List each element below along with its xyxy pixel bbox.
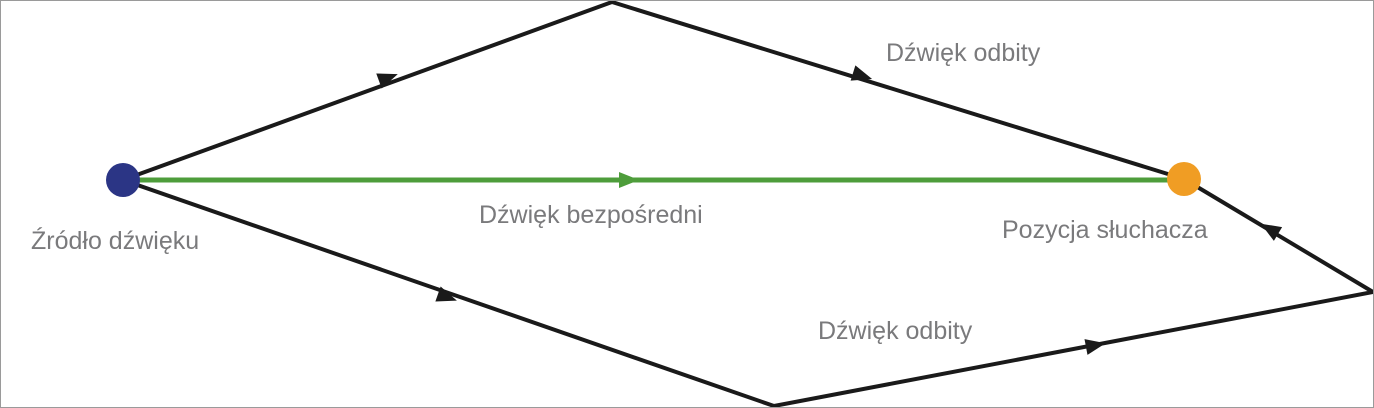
arrow-bottom-2-icon — [1084, 339, 1106, 355]
reflected-sound-label-top: Dźwięk odbity — [886, 39, 1041, 67]
reflected-path-top — [122, 1, 1185, 182]
arrow-bottom-3-icon — [1260, 223, 1283, 241]
arrow-bottom-1-icon — [435, 286, 457, 302]
arrow-top-2-icon — [850, 65, 873, 81]
reflected-path-bottom — [122, 177, 1373, 407]
arrow-top-1-icon — [376, 73, 398, 89]
direct-sound-label: Dźwięk bezpośredni — [479, 201, 703, 229]
reflected-sound-label-bottom: Dźwięk odbity — [818, 317, 973, 345]
listener-position-label: Pozycja słuchacza — [1002, 216, 1208, 244]
listener-node — [1167, 162, 1201, 196]
source-node — [106, 163, 140, 197]
sound-source-label: Źródło dźwięku — [31, 227, 200, 255]
arrow-direct-icon — [619, 172, 639, 188]
